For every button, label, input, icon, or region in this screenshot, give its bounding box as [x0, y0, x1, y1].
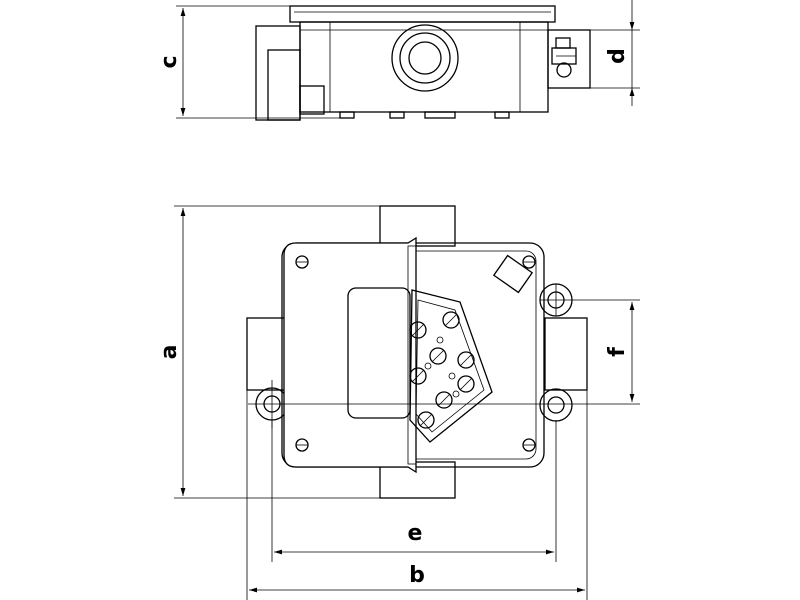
dimension-c: c — [157, 5, 340, 119]
dimension-a: a — [157, 205, 380, 499]
dimension-e: e — [271, 420, 557, 562]
dimension-label-c: c — [157, 55, 182, 68]
dimension-label-a: a — [157, 345, 182, 360]
dimension-label-b: b — [409, 563, 425, 588]
side-view — [255, 5, 591, 121]
dimension-f: f — [296, 299, 640, 405]
dimension-b: b — [246, 390, 588, 600]
dimension-label-f: f — [605, 347, 630, 357]
terminal-block — [409, 289, 493, 443]
top-view — [246, 205, 588, 499]
dimension-d: d — [590, 0, 640, 106]
dimension-label-d: d — [605, 48, 630, 64]
dimension-label-e: e — [408, 521, 423, 546]
